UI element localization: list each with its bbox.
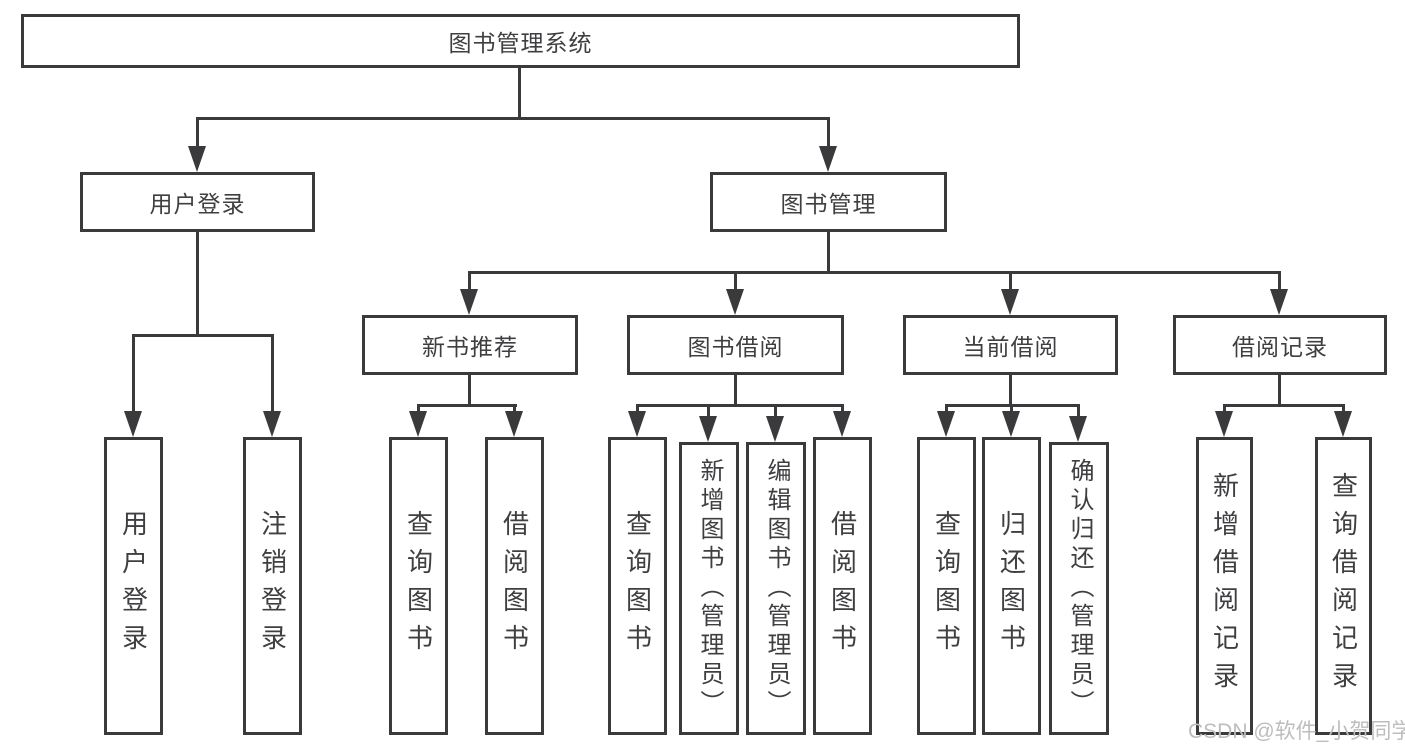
arrow-down-icon — [819, 146, 837, 172]
arrow-down-icon — [263, 411, 281, 437]
connector-hline — [1223, 404, 1345, 407]
connector-vline — [417, 404, 420, 415]
node-user-login-group: 用户登录 — [80, 172, 315, 232]
connector-vline — [518, 68, 521, 119]
connector-vline — [827, 232, 830, 273]
leaf-confirm-return-admin-label: 确认归还（管理员） — [1066, 458, 1093, 719]
connector-vline — [707, 404, 710, 419]
node-book-management: 图书管理 — [710, 172, 947, 232]
arrow-down-icon — [124, 411, 142, 437]
arrow-down-icon — [726, 289, 744, 315]
arrow-down-icon — [628, 411, 646, 437]
leaf-query-books-current-label: 查询图书 — [931, 510, 962, 662]
connector-vline — [468, 375, 471, 406]
node-current-borrowing-label: 当前借阅 — [962, 334, 1059, 360]
arrow-down-icon — [1270, 289, 1288, 315]
arrow-down-icon — [1069, 416, 1087, 442]
arrow-down-icon — [1334, 411, 1352, 437]
leaf-return-book: 归还图书 — [982, 437, 1041, 735]
node-new-book-recommend-label: 新书推荐 — [422, 334, 518, 360]
leaf-query-books-recommend-label: 查询图书 — [403, 510, 434, 662]
connector-vline — [827, 117, 830, 151]
leaf-borrow-books-recommend-label: 借阅图书 — [499, 510, 530, 662]
arrow-down-icon — [409, 411, 427, 437]
connector-hline — [417, 404, 517, 407]
leaf-add-borrow-record: 新增借阅记录 — [1196, 437, 1253, 735]
connector-vline — [774, 404, 777, 419]
connector-vline — [1278, 271, 1281, 293]
node-book-borrowing: 图书借阅 — [627, 315, 844, 375]
csdn-watermark: CSDN @软件_小贺同学 — [1188, 720, 1405, 743]
connector-vline — [636, 404, 639, 415]
node-new-book-recommend: 新书推荐 — [362, 315, 578, 375]
arrow-down-icon — [188, 146, 206, 172]
connector-vline — [1010, 404, 1013, 415]
connector-vline — [1223, 404, 1226, 415]
arrow-down-icon — [833, 411, 851, 437]
leaf-add-book-admin-label: 新增图书（管理员） — [696, 458, 723, 719]
leaf-add-book-admin: 新增图书（管理员） — [679, 442, 739, 735]
connector-vline — [945, 404, 948, 415]
leaf-return-book-label: 归还图书 — [996, 510, 1027, 662]
leaf-borrow-books-borrowing-label: 借阅图书 — [827, 510, 858, 662]
connector-hline — [196, 117, 830, 120]
leaf-user-login-label: 用户登录 — [118, 510, 149, 662]
node-user-login-group-label: 用户登录 — [149, 191, 246, 217]
connector-vline — [1342, 404, 1345, 415]
connector-vline — [1009, 271, 1012, 293]
arrow-down-icon — [1215, 411, 1233, 437]
connector-hline — [636, 404, 844, 407]
arrow-down-icon — [505, 411, 523, 437]
arrow-down-icon — [937, 411, 955, 437]
connector-vline — [841, 404, 844, 415]
connector-vline — [196, 117, 199, 151]
leaf-query-books-borrowing: 查询图书 — [608, 437, 667, 735]
leaf-confirm-return-admin: 确认归还（管理员） — [1049, 442, 1109, 735]
leaf-query-books-borrowing-label: 查询图书 — [622, 510, 653, 662]
connector-hline — [468, 271, 1281, 274]
leaf-add-borrow-record-label: 新增借阅记录 — [1209, 472, 1240, 700]
leaf-query-books-recommend: 查询图书 — [389, 437, 448, 735]
node-book-borrowing-label: 图书借阅 — [687, 334, 784, 360]
leaf-edit-book-admin: 编辑图书（管理员） — [746, 442, 806, 735]
arrow-down-icon — [1001, 289, 1019, 315]
node-borrowing-records: 借阅记录 — [1173, 315, 1387, 375]
arrow-down-icon — [1002, 411, 1020, 437]
node-library-management-system: 图书管理系统 — [21, 14, 1020, 68]
leaf-borrow-books-borrowing: 借阅图书 — [813, 437, 872, 735]
leaf-borrow-books-recommend: 借阅图书 — [485, 437, 544, 735]
connector-hline — [132, 334, 274, 337]
leaf-edit-book-admin-label: 编辑图书（管理员） — [763, 458, 790, 719]
connector-vline — [468, 271, 471, 293]
connector-vline — [1077, 404, 1080, 419]
leaf-query-borrow-record: 查询借阅记录 — [1315, 437, 1372, 735]
node-book-management-label: 图书管理 — [780, 191, 877, 217]
leaf-query-books-current: 查询图书 — [917, 437, 976, 735]
node-borrowing-records-label: 借阅记录 — [1232, 334, 1328, 360]
leaf-logout: 注销登录 — [243, 437, 302, 735]
leaf-logout-label: 注销登录 — [257, 510, 288, 662]
leaf-query-borrow-record-label: 查询借阅记录 — [1328, 472, 1359, 700]
connector-vline — [196, 232, 199, 336]
connector-vline — [1278, 375, 1281, 406]
connector-vline — [513, 404, 516, 415]
arrow-down-icon — [766, 416, 784, 442]
connector-vline — [1009, 375, 1012, 406]
connector-vline — [132, 334, 135, 413]
node-library-management-system-label: 图书管理系统 — [448, 30, 593, 56]
connector-vline — [734, 271, 737, 293]
connector-vline — [271, 334, 274, 413]
connector-vline — [734, 375, 737, 406]
arrow-down-icon — [460, 289, 478, 315]
node-current-borrowing: 当前借阅 — [903, 315, 1118, 375]
arrow-down-icon — [699, 416, 717, 442]
leaf-user-login: 用户登录 — [104, 437, 163, 735]
